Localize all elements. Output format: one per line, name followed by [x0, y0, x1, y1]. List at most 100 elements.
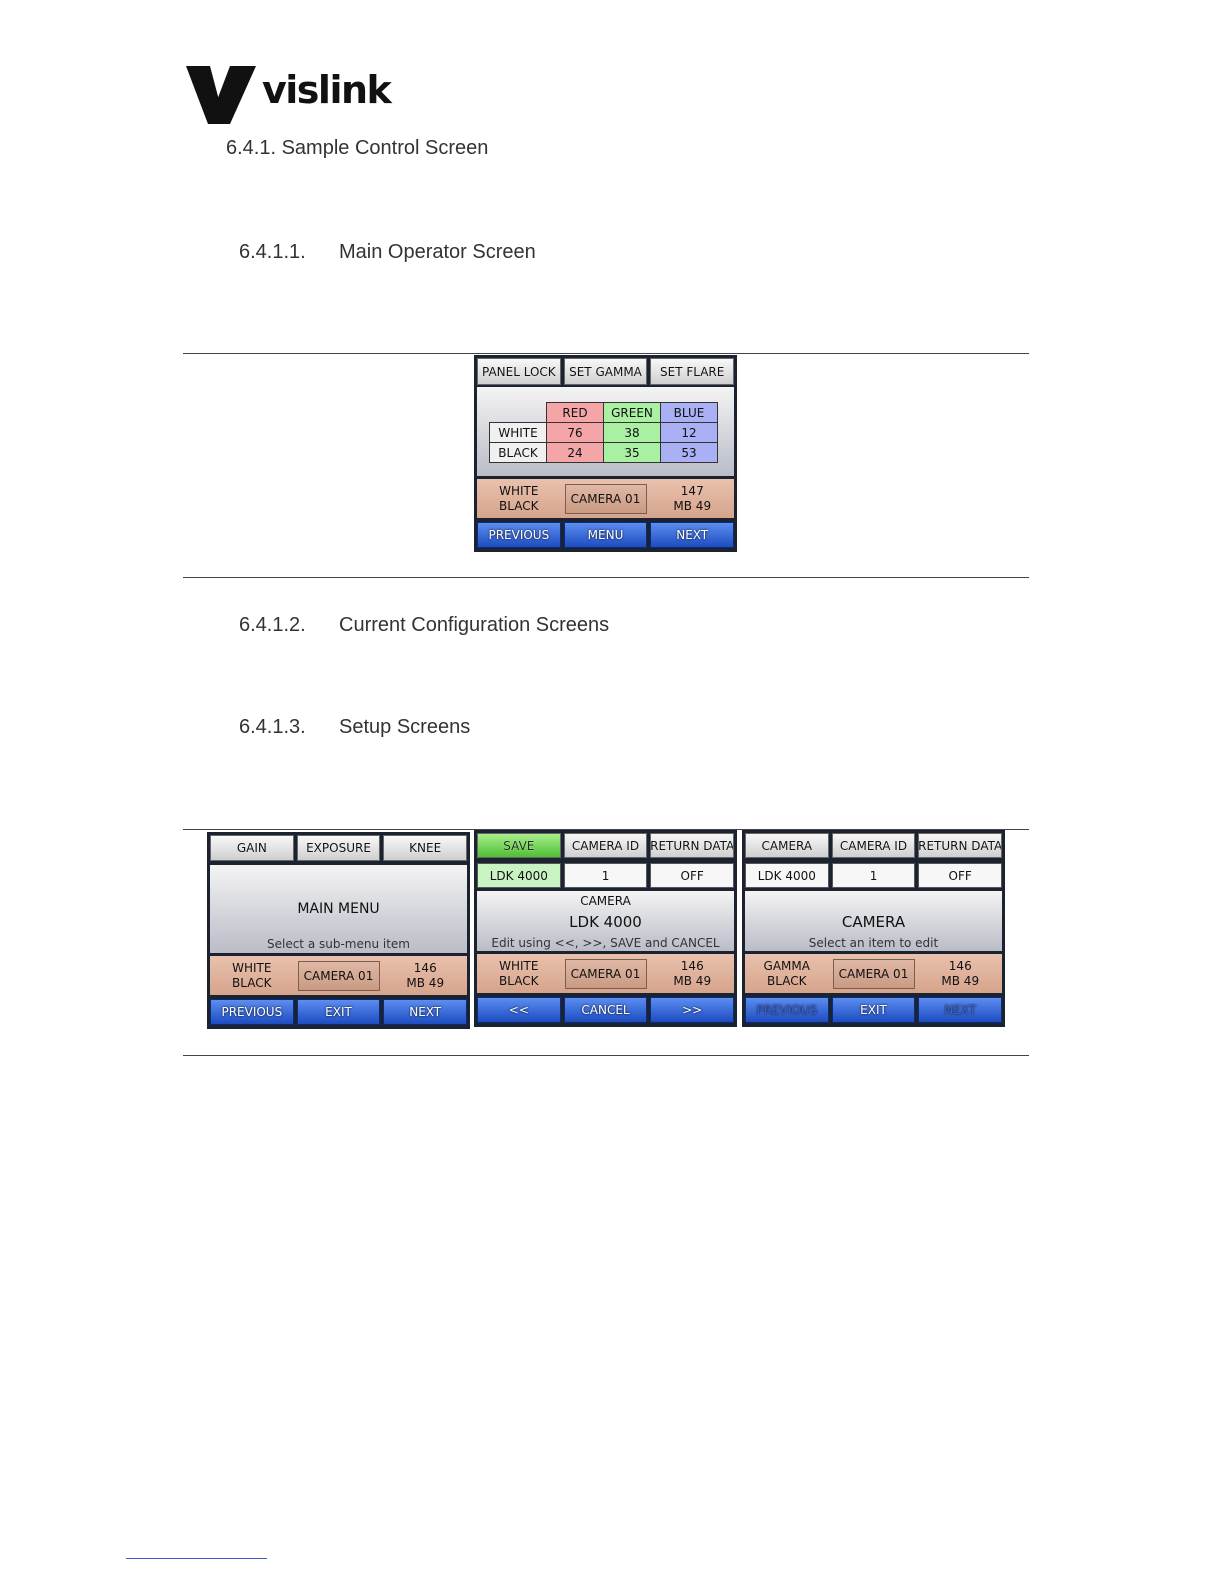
gain-button[interactable]: GAIN: [210, 835, 294, 861]
status-mb: MB 49: [406, 975, 445, 990]
camera-status: 146 MB 49: [384, 961, 468, 991]
camera-menu-screen: CAMERA CAMERA ID RETURN DATA LDK 4000 1 …: [742, 830, 1005, 1027]
white-blue-value[interactable]: 12: [660, 422, 718, 443]
camera-model-field[interactable]: LDK 4000: [477, 863, 561, 888]
mode-label-line2: BLACK: [232, 975, 272, 990]
scroll-right-button[interactable]: >>: [650, 997, 735, 1023]
divider: [183, 577, 1029, 578]
operator-screen: PANEL LOCK SET GAMMA SET FLARE RED GREEN…: [474, 355, 737, 552]
edit-hint: Edit using <<, >>, SAVE and CANCEL: [491, 936, 720, 950]
footer-rule: [126, 1558, 267, 1559]
next-button[interactable]: NEXT: [650, 522, 735, 548]
mode-label: WHITE BLACK: [210, 961, 294, 991]
camera-edit-screen: SAVE CAMERA ID RETURN DATA LDK 4000 1 OF…: [474, 830, 737, 1027]
camera-status: 147 MB 49: [651, 484, 735, 514]
mode-label: GAMMA BLACK: [745, 959, 829, 989]
status-bar: WHITE BLACK CAMERA 01 146 MB 49: [477, 954, 734, 993]
status-value: 147: [680, 483, 704, 498]
camera-select-button[interactable]: CAMERA 01: [832, 958, 915, 989]
row-label-black: BLACK: [489, 442, 547, 463]
camera-id-field[interactable]: 1: [563, 863, 648, 888]
menu-title: CAMERA: [841, 913, 906, 931]
column-header-red: RED: [546, 402, 604, 423]
status-mb: MB 49: [673, 498, 712, 513]
status-value: 146: [948, 958, 972, 973]
camera-id-field[interactable]: 1: [831, 863, 916, 888]
white-red-value[interactable]: 76: [546, 422, 604, 443]
previous-button[interactable]: PREVIOUS: [745, 997, 829, 1023]
column-header-blue: BLUE: [660, 402, 718, 423]
return-data-field[interactable]: OFF: [650, 863, 735, 888]
color-level-table: RED GREEN BLUE WHITE 76 38 12 BLACK 24 3…: [489, 402, 718, 463]
camera-id-button[interactable]: CAMERA ID: [831, 833, 916, 858]
subsection-number-6-4-1-2: 6.4.1.2.: [239, 614, 306, 636]
set-gamma-button[interactable]: SET GAMMA: [563, 358, 648, 385]
mode-label: WHITE BLACK: [477, 484, 561, 514]
panel-lock-button[interactable]: PANEL LOCK: [477, 358, 561, 385]
status-mb: MB 49: [673, 973, 712, 988]
logo-wordmark: vislink: [262, 68, 392, 112]
mode-label-line1: WHITE: [499, 483, 539, 498]
divider: [183, 353, 1029, 354]
previous-button[interactable]: PREVIOUS: [210, 999, 294, 1025]
menu-hint: Select an item to edit: [808, 936, 939, 950]
nav-bar: << CANCEL >>: [477, 997, 735, 1023]
camera-select-button[interactable]: CAMERA 01: [297, 960, 380, 991]
camera-id-button[interactable]: CAMERA ID: [563, 833, 648, 858]
black-green-value[interactable]: 35: [603, 442, 661, 463]
table-row: WHITE 76 38 12: [489, 422, 718, 443]
scroll-left-button[interactable]: <<: [477, 997, 561, 1023]
cancel-button[interactable]: CANCEL: [563, 997, 648, 1023]
exit-button[interactable]: EXIT: [296, 999, 381, 1025]
set-flare-button[interactable]: SET FLARE: [650, 358, 735, 385]
status-bar: GAMMA BLACK CAMERA 01 146 MB 49: [745, 954, 1002, 993]
vislink-v-icon: [186, 66, 256, 124]
subsection-title-setup-screens: Setup Screens: [339, 716, 471, 738]
mode-label-line2: BLACK: [767, 973, 807, 988]
status-value: 146: [413, 960, 437, 975]
camera-status: 146 MB 49: [919, 959, 1003, 989]
next-button[interactable]: NEXT: [918, 997, 1003, 1023]
menu-hint: Select a sub-menu item: [266, 937, 410, 951]
menu-button[interactable]: MENU: [563, 522, 648, 548]
camera-button[interactable]: CAMERA: [745, 833, 829, 858]
white-green-value[interactable]: 38: [603, 422, 661, 443]
subsection-number-6-4-1-1: 6.4.1.1.: [239, 241, 306, 263]
previous-button[interactable]: PREVIOUS: [477, 522, 561, 548]
return-data-button[interactable]: RETURN DATA: [650, 833, 735, 858]
black-blue-value[interactable]: 53: [660, 442, 718, 463]
subsection-title-current-configuration: Current Configuration Screens: [339, 614, 610, 636]
vislink-logo: vislink: [186, 64, 392, 126]
subsection-title-main-operator: Main Operator Screen: [339, 241, 536, 263]
exit-button[interactable]: EXIT: [831, 997, 916, 1023]
next-button[interactable]: NEXT: [383, 999, 468, 1025]
nav-bar: PREVIOUS EXIT NEXT: [210, 999, 468, 1025]
status-mb: MB 49: [941, 973, 980, 988]
camera-model-field[interactable]: LDK 4000: [745, 863, 829, 888]
save-button[interactable]: SAVE: [477, 833, 561, 858]
knee-button[interactable]: KNEE: [383, 835, 468, 861]
nav-bar: PREVIOUS MENU NEXT: [477, 522, 735, 548]
exposure-button[interactable]: EXPOSURE: [296, 835, 381, 861]
subsection-number-6-4-1-3: 6.4.1.3.: [239, 716, 306, 738]
main-menu-screen: GAIN EXPOSURE KNEE MAIN MENU Select a su…: [207, 832, 470, 1029]
return-data-field[interactable]: OFF: [918, 863, 1003, 888]
color-level-panel: RED GREEN BLUE WHITE 76 38 12 BLACK 24 3…: [477, 387, 734, 476]
nav-bar: PREVIOUS EXIT NEXT: [745, 997, 1003, 1023]
edit-label: CAMERA: [580, 894, 631, 908]
mode-label-line1: WHITE: [499, 958, 539, 973]
camera-status: 146 MB 49: [651, 959, 735, 989]
divider: [183, 829, 1029, 830]
mode-label-line2: BLACK: [499, 973, 539, 988]
black-red-value[interactable]: 24: [546, 442, 604, 463]
menu-panel: MAIN MENU Select a sub-menu item: [210, 865, 467, 953]
camera-select-button[interactable]: CAMERA 01: [564, 958, 647, 989]
mode-label-line1: WHITE: [232, 960, 272, 975]
edit-panel: CAMERA LDK 4000 Edit using <<, >>, SAVE …: [477, 891, 734, 951]
return-data-button[interactable]: RETURN DATA: [918, 833, 1003, 858]
status-value: 146: [680, 958, 704, 973]
status-bar: WHITE BLACK CAMERA 01 146 MB 49: [210, 956, 467, 995]
camera-select-button[interactable]: CAMERA 01: [564, 483, 647, 514]
mode-label-line1: GAMMA: [763, 958, 810, 973]
mode-label-line2: BLACK: [499, 498, 539, 513]
